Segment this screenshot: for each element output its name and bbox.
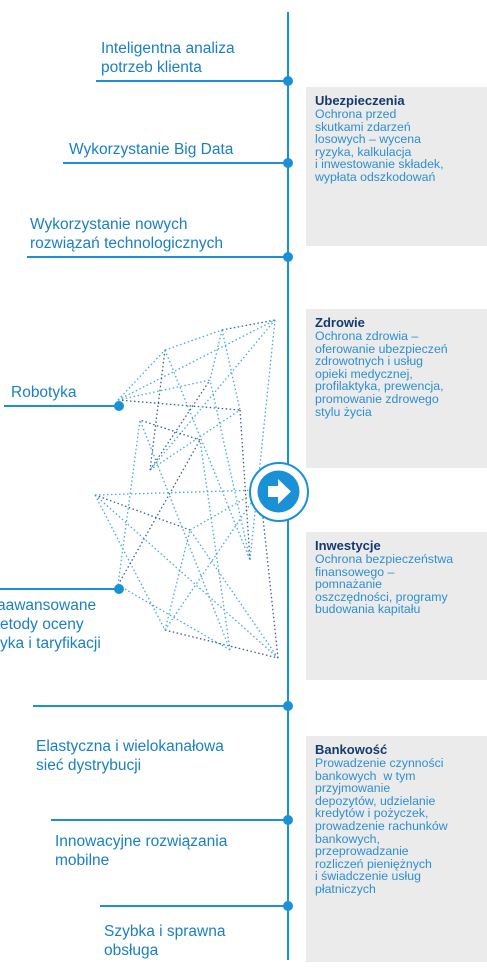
network-line <box>94 494 191 531</box>
network-line <box>164 529 191 631</box>
network-graphic <box>94 319 279 659</box>
left-item-underline <box>96 80 287 82</box>
network-line <box>149 379 211 471</box>
left-item-line: mobilne <box>55 852 110 869</box>
network-line <box>117 349 166 401</box>
left-item-line: Elastyczna i wielokanałowa <box>36 738 224 755</box>
network-line <box>149 409 241 471</box>
network-line <box>259 489 279 659</box>
box-zdrowie: Zdrowie Ochrona zdrowia – oferowanie ube… <box>306 309 487 468</box>
left-item-line: potrzeb klienta <box>101 59 202 76</box>
left-item-underline <box>100 905 287 907</box>
left-item-underline <box>63 162 287 164</box>
box-text: Prowadzenie czynności bankowych w tym pr… <box>315 756 448 896</box>
network-line <box>164 629 279 659</box>
left-item-line: sieć dystrybucji <box>36 757 142 774</box>
left-item-line: etody oceny <box>0 616 84 633</box>
network-line <box>199 439 231 651</box>
box-ubezpieczenia: Ubezpieczenia Ochrona przed skutkami zda… <box>306 87 487 246</box>
left-item-line: Inteligentna analiza <box>101 40 235 57</box>
network-line <box>221 319 276 331</box>
connector-dot <box>283 815 293 825</box>
network-line <box>189 489 261 531</box>
left-item-line: obsługa <box>104 942 159 959</box>
network-line <box>209 329 223 381</box>
network-line <box>117 419 141 586</box>
network-line <box>239 409 251 561</box>
arrow-right-icon <box>249 462 309 522</box>
connector-dot <box>283 76 293 86</box>
left-item-line: Robotyka <box>11 384 77 401</box>
left-item-line: Wykorzystanie Big Data <box>69 141 234 158</box>
connector-dot <box>283 252 293 262</box>
box-title: Inwestycje <box>315 538 381 553</box>
network-line <box>94 494 279 659</box>
box-title: Bankowość <box>315 742 388 757</box>
left-item-line: Szybka i sprawna <box>104 923 226 940</box>
left-item-underline <box>33 705 287 707</box>
box-inwestycje: Inwestycje Ochrona bezpieczeństwa finans… <box>306 532 487 680</box>
network-line <box>117 584 231 651</box>
left-item-underline <box>27 256 287 258</box>
left-item-underline <box>4 405 118 407</box>
box-title: Zdrowie <box>315 315 365 330</box>
left-item-line: rozwiązań technologicznych <box>30 235 223 252</box>
network-line <box>164 349 251 561</box>
connector-dot <box>114 584 124 594</box>
left-item-line: yka i taryfikacji <box>0 635 101 652</box>
network-line <box>164 489 261 631</box>
connector-dot <box>283 158 293 168</box>
box-bankowosc: Bankowość Prowadzenie czynności bankowyc… <box>306 736 487 962</box>
network-line <box>149 349 166 471</box>
connector-dot <box>114 401 124 411</box>
connector-dot <box>283 701 293 711</box>
left-item-line: Wykorzystanie nowych <box>30 216 188 233</box>
network-line <box>209 379 251 561</box>
box-title: Ubezpieczenia <box>315 93 405 108</box>
network-line <box>117 319 276 401</box>
network-line <box>164 329 223 351</box>
network-line <box>117 439 201 586</box>
network-line <box>149 319 276 471</box>
network-line <box>249 319 276 561</box>
network-line <box>221 329 241 411</box>
network-line <box>139 419 231 651</box>
network-line <box>117 399 241 411</box>
box-text: Ochrona bezpieczeństwa finansowego – pom… <box>315 552 454 617</box>
box-text: Ochrona przed skutkami zdarzeń losowych … <box>315 107 444 184</box>
left-item-line: Innowacyjne rozwiązania <box>55 833 228 850</box>
left-item-underline <box>0 588 119 590</box>
left-item-line: aawansowane <box>0 597 97 614</box>
network-line <box>117 379 211 401</box>
connector-dot <box>283 901 293 911</box>
network-line <box>189 529 279 659</box>
box-text: Ochrona zdrowia – oferowanie ubezpieczeń… <box>315 329 448 419</box>
network-line <box>139 419 201 441</box>
left-item-underline <box>51 819 287 821</box>
